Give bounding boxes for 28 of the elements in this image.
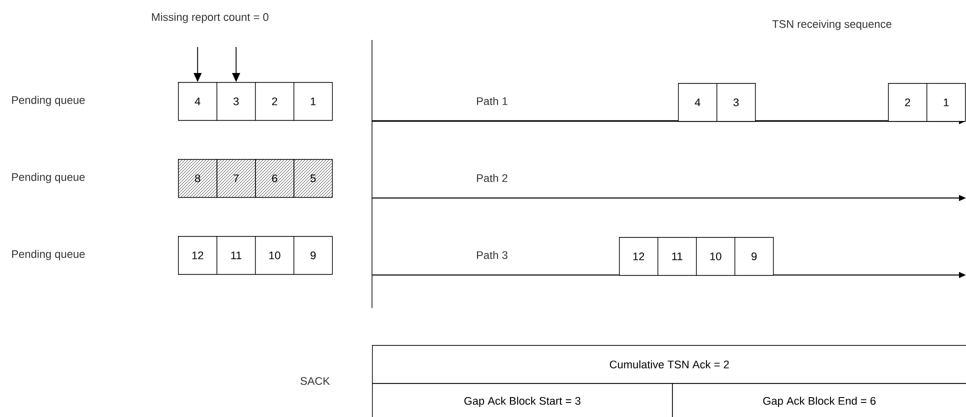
queue-cell: 11 (658, 237, 697, 276)
table-cell: Cumulative TSN Ack = 2 (372, 344, 966, 384)
row-label: Pending queue (12, 250, 85, 260)
row-label: Pending queue (12, 172, 85, 184)
table-cell: Gap Ack Block End = 6 (672, 382, 966, 417)
queue-cell: 12 (619, 237, 658, 276)
queue-cell: 9 (294, 236, 333, 275)
queue-cell: 3 (716, 83, 756, 122)
queue-cell: 1 (926, 83, 966, 122)
path-label: Path 1 (477, 96, 508, 106)
queue-cell: 10 (255, 236, 294, 275)
queue-cell: 3 (216, 82, 256, 121)
heading: TSN receiving sequence (772, 20, 892, 30)
table-cell: Gap Ack Block Start = 3 (372, 382, 673, 417)
row-label: SACK (300, 377, 330, 385)
queue-cell: 1 (294, 82, 333, 121)
queue-cell: 2 (888, 83, 928, 122)
heading: Missing report count = 0 (152, 12, 268, 24)
queue-cell: 9 (734, 237, 774, 276)
queue-cell: 11 (216, 236, 256, 275)
queue-cell: 10 (696, 237, 736, 276)
path-label: Path 3 (477, 250, 508, 260)
queue-cell: 4 (178, 82, 218, 121)
queue-cell: 12 (178, 236, 218, 275)
path-label: Path 2 (477, 174, 508, 182)
queue-cell: 4 (678, 83, 718, 122)
row-label: Pending queue (12, 96, 85, 106)
queue-cell: 2 (255, 82, 294, 121)
